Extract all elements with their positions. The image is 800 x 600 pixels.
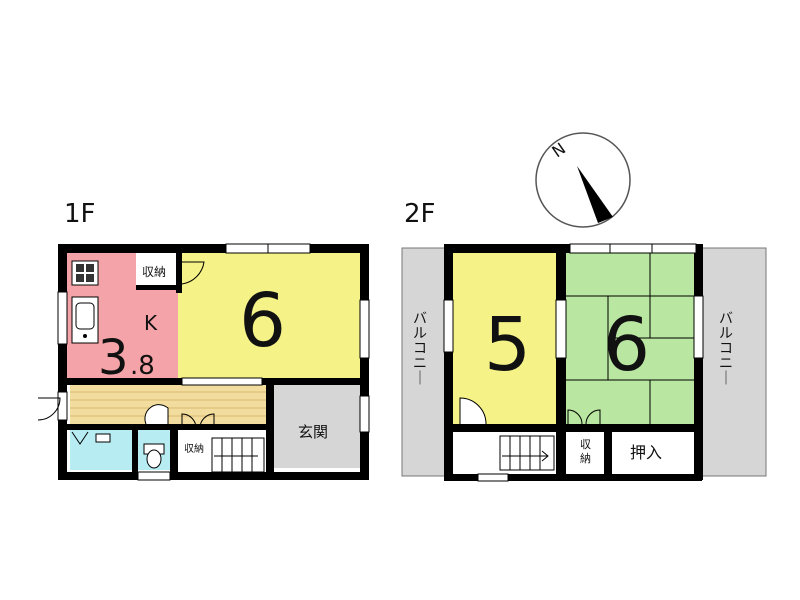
toilet-icon — [143, 443, 165, 469]
toilet-door-icon — [144, 404, 169, 425]
entrance-label: 玄関 — [298, 423, 328, 441]
balcony-east-label: バルコニ｜ — [719, 311, 733, 387]
tatami-room-2f — [566, 252, 694, 426]
storage-closet-2f — [566, 432, 606, 472]
room-door-2f-icon — [459, 397, 487, 425]
storage-label-1f: 収納 — [142, 265, 166, 279]
balcony-west — [401, 247, 446, 477]
room-size-2f-west: 5 — [484, 302, 531, 388]
compass: N — [535, 132, 631, 228]
room-size-2f-east: 6 — [603, 302, 650, 388]
storage-door-icon — [178, 261, 205, 285]
north-arrow-icon — [577, 166, 613, 223]
room-size-1f: 6 — [239, 278, 286, 364]
stairs-1f — [211, 437, 265, 473]
stair-storage-door-icon — [181, 413, 215, 430]
entrance-hall — [272, 384, 360, 468]
balcony-west-label: バルコニ｜ — [413, 311, 427, 387]
kitchen-label: K — [144, 311, 158, 335]
washroom-door-icon — [71, 431, 111, 445]
back-door — [37, 391, 68, 421]
kitchen-size-minor: .8 — [130, 351, 155, 381]
stair-area-2f — [452, 432, 558, 472]
oshiire-label: 押入 — [630, 443, 662, 462]
floor-label-2f: 2F — [404, 199, 436, 229]
stair-storage-label: 収納 — [184, 442, 204, 455]
floor-label-1f: 1F — [64, 199, 96, 229]
storage-label-2f: 収 納 — [580, 438, 595, 465]
balcony-east — [699, 247, 767, 477]
kitchen-size-major: 3 — [98, 330, 129, 386]
sink-icon — [71, 296, 99, 344]
storage-door-2f-icon — [567, 409, 601, 425]
storage-closet-1f — [136, 252, 178, 287]
western-room-2f — [452, 252, 558, 426]
stairs-2f — [499, 435, 555, 471]
tatami-lines — [566, 252, 694, 426]
oshiire-closet — [612, 432, 694, 472]
windows-1f — [57, 243, 370, 481]
stove-icon — [71, 260, 99, 286]
western-room-1f — [178, 252, 360, 378]
floor-1f: 収納 K 3 .8 6 玄関 収納 — [37, 243, 370, 481]
windows-2f — [443, 243, 704, 482]
floor-2f: 5 6 押入 収 納 バルコニ｜ バルコニ｜ — [401, 243, 767, 482]
